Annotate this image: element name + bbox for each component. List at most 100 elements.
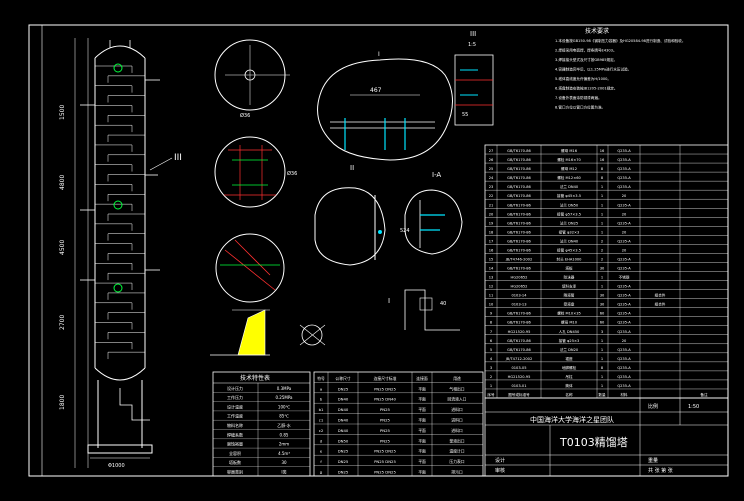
parts-cell: 1 <box>601 221 603 225</box>
nozzle-cell: 压力表口 <box>449 459 464 464</box>
parts-cell: 法兰 DN20 <box>560 347 579 352</box>
support-fill <box>237 309 266 356</box>
nozzle-header-cell: 公称尺寸 <box>335 376 350 381</box>
spec-label: 工作压力 <box>227 394 243 400</box>
nozzle-cell: b1 <box>319 407 324 412</box>
nozzle-cell: DN25 <box>338 449 349 454</box>
parts-cell: 1 <box>601 212 603 216</box>
parts-cell: Q235-A <box>617 257 631 261</box>
parts-cell: 16 <box>600 149 605 153</box>
detail-views: 467 I III 1:5 55 II I-A 524 I <box>314 30 494 331</box>
spec-label: 设计温度 <box>227 403 243 409</box>
nozzle-cell: PN25 DN25 <box>374 459 396 464</box>
parts-cell: 塔板 <box>565 266 573 271</box>
note-line: 1.本设备按GB150-98《钢制压力容器》及HG20584-98进行制造、试验… <box>555 38 685 43</box>
parts-cell: 15 <box>489 257 494 261</box>
note-line: 3.焊接接头型式及尺寸按GB985规定。 <box>555 57 617 62</box>
parts-cell: Q235-A <box>617 330 631 334</box>
nozzle-cell: 回流液入口 <box>448 397 467 402</box>
column-dim-5: 1800 <box>59 395 66 410</box>
nozzle-cell: 进料口 <box>451 418 463 423</box>
parts-cell: Q235-A <box>617 375 631 379</box>
parts-cell: Q235-A <box>617 294 631 298</box>
nozzle-cell: 进料口 <box>451 428 463 433</box>
detail-II-outline <box>314 187 386 266</box>
nozzle-cell: DN25 <box>338 386 349 391</box>
parts-cell: 接管 φ57×3.5 <box>557 211 581 216</box>
nozzle-cell: DN40 <box>338 407 349 412</box>
parts-cell: 1 <box>490 384 492 388</box>
nozzle-cell: PN25 DN25 <box>374 470 396 475</box>
parts-cell: 螺母 M10 <box>561 320 578 325</box>
nozzle-cell: 平面 <box>418 407 426 412</box>
spec-value: 0.3MPa <box>277 386 292 391</box>
parts-cell: 8 <box>601 366 604 370</box>
parts-cell: 法兰 DN40 <box>560 238 579 243</box>
spec-value: 0.85 <box>280 432 289 437</box>
parts-cell: 法兰 DN40 <box>560 184 579 189</box>
parts-cell: 2 <box>490 375 492 379</box>
parts-cell: 30 <box>600 303 605 307</box>
parts-cell: Q235-A <box>617 384 631 388</box>
parts-cell: Q235-A <box>617 158 631 162</box>
parts-cell: 7 <box>490 330 492 334</box>
technical-notes: 技术要求 1.本设备按GB150-98《钢制压力容器》及HG20584-98进行… <box>555 27 685 110</box>
parts-cell: GB/T6170-86 <box>507 203 531 207</box>
parts-cell: 4 <box>490 357 493 361</box>
parts-cell: 0103-01 <box>511 384 526 388</box>
parts-cell: GB/T6170-86 <box>507 149 531 153</box>
nozzle-cell: PN25 DN25 <box>374 386 396 391</box>
parts-cell: 受液盘 <box>564 302 575 307</box>
spec-value: 乙醇-水 <box>277 422 290 428</box>
parts-cell: 接管 φ32×3 <box>559 229 580 234</box>
nozzle-cell: 平面 <box>418 438 426 443</box>
note-line: 4.容器制造完毕后，以1.25MPa进行水压试验。 <box>555 67 631 72</box>
parts-cell: Q235-A <box>617 366 631 370</box>
parts-cell: 25 <box>489 167 494 171</box>
parts-cell: 60 <box>600 321 605 325</box>
parts-cell: 8 <box>601 176 604 180</box>
detail-I-label: I <box>378 51 380 58</box>
dim-phi36-tray: Ø36 <box>287 170 297 177</box>
parts-header-cell: 序号 <box>487 392 495 397</box>
parts-cell: Q235-A <box>617 185 631 189</box>
parts-cell: 10 <box>489 303 494 307</box>
parts-cell: GB/T6170-86 <box>507 212 531 216</box>
dim-phi36-top: Ø36 <box>240 112 250 119</box>
nozzle-cell: 平面 <box>418 418 426 423</box>
parts-cell: 1 <box>601 375 603 379</box>
parts-cell: 22 <box>489 194 494 198</box>
parts-cell: 1 <box>601 348 603 352</box>
parts-cell: 降液管 <box>564 293 575 298</box>
parts-cell: JB/T4746-2002 <box>505 257 533 261</box>
parts-header-cell: 图号或标准号 <box>508 392 530 397</box>
nozzle-cell: PN25 <box>380 418 391 423</box>
parts-cell: 11 <box>489 294 494 298</box>
parts-cell: 1 <box>601 276 603 280</box>
column-dim-3: 4500 <box>59 240 66 255</box>
parts-cell: HG20652 <box>511 276 528 280</box>
detail-III-label: III <box>470 30 476 38</box>
spec-value: 100℃ <box>278 404 291 409</box>
parts-cell: 3 <box>601 330 603 334</box>
parts-cell: 20 <box>622 339 627 343</box>
parts-cell: Q235-A <box>617 321 631 325</box>
spec-label: 工作温度 <box>227 413 243 419</box>
nozzle-header-cell: 连接面 <box>416 376 428 381</box>
parts-cell: 20 <box>489 212 494 216</box>
note-line: 8.管口方位以管口方位图为准。 <box>555 105 605 110</box>
nozzle-cell: e <box>320 449 323 454</box>
parts-cell: 1 <box>601 230 603 234</box>
parts-cell: 21 <box>489 203 494 207</box>
spec-label: 设计压力 <box>227 385 243 391</box>
nozzle-cell: DN40 <box>338 418 349 423</box>
column-diameter: Φ1000 <box>108 463 125 469</box>
dim-55: 55 <box>462 112 468 118</box>
nozzle-cell: DN40 <box>338 397 349 402</box>
parts-header-cell: 材料 <box>620 392 628 397</box>
parts-cell: HG20652 <box>511 285 528 289</box>
parts-cell: 13 <box>489 276 494 280</box>
parts-cell: 接管 φ45×3.5 <box>557 193 581 198</box>
nozzle-cell: 平面 <box>418 428 426 433</box>
